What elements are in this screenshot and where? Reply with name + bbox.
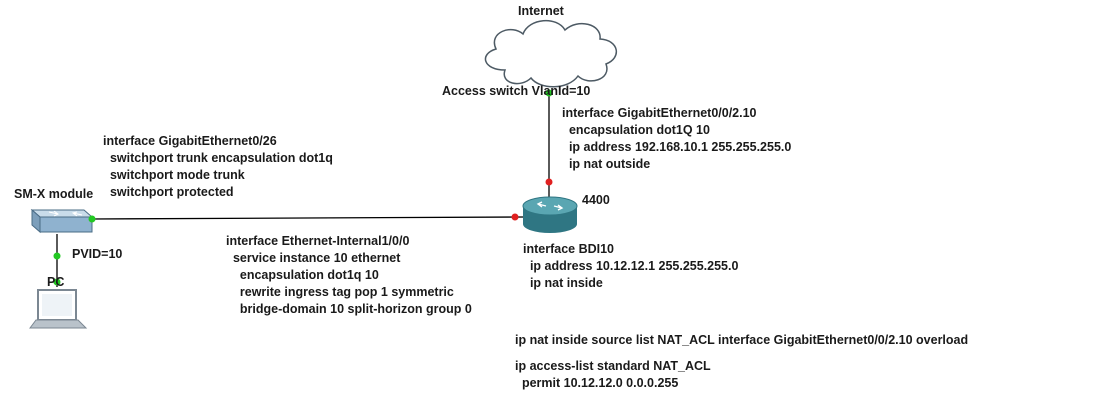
port-dot-router-left — [511, 213, 519, 221]
port-dot-router-top — [545, 178, 553, 186]
laptop-icon — [29, 289, 88, 329]
config-ethernet-internal: interface Ethernet-Internal1/0/0 service… — [226, 233, 472, 318]
pc-label: PC — [47, 275, 65, 289]
config-line: permit 10.12.12.0 0.0.0.255 — [515, 376, 679, 390]
config-line: ip address 192.168.10.1 255.255.255.0 — [562, 140, 792, 154]
config-line: switchport trunk encapsulation dot1q — [103, 151, 333, 165]
internet-label: Internet — [518, 4, 564, 18]
config-line: switchport protected — [103, 185, 234, 199]
config-gi0-0-2-10: interface GigabitEthernet0/0/2.10 encaps… — [562, 105, 791, 173]
config-line: rewrite ingress tag pop 1 symmetric — [226, 285, 454, 299]
router-label: 4400 — [582, 193, 610, 207]
cloud-icon — [484, 20, 617, 88]
config-line: ip nat inside — [523, 276, 603, 290]
port-dot-pc — [53, 278, 61, 286]
config-line: interface BDI10 — [523, 242, 615, 256]
config-line: switchport mode trunk — [103, 168, 245, 182]
config-line: encapsulation dot1Q 10 — [562, 123, 710, 137]
config-line: ip access-list standard NAT_ACL — [515, 359, 711, 373]
config-line: ip address 10.12.12.1 255.255.255.0 — [523, 259, 739, 273]
config-line: interface GigabitEthernet0/26 — [103, 134, 277, 148]
config-line: encapsulation dot1q 10 — [226, 268, 379, 282]
config-line: bridge-domain 10 split-horizon group 0 — [226, 302, 472, 316]
port-dot-smx-bottom — [53, 252, 61, 260]
config-acl: ip access-list standard NAT_ACL permit 1… — [515, 358, 711, 392]
config-line: service instance 10 ethernet — [226, 251, 401, 265]
config-line: ip nat outside — [562, 157, 651, 171]
config-gi0-26: interface GigabitEthernet0/26 switchport… — [103, 133, 333, 201]
config-line: interface Ethernet-Internal1/0/0 — [226, 234, 410, 248]
link-smx-router — [90, 216, 525, 220]
switch-icon — [30, 208, 94, 234]
access-switch-label: Access switch VlanId=10 — [442, 84, 591, 98]
config-line: interface GigabitEthernet0/0/2.10 — [562, 106, 757, 120]
port-dot-smx-right — [88, 215, 96, 223]
router-icon — [522, 196, 578, 233]
port-dot-internet — [545, 89, 553, 97]
config-bdi10: interface BDI10 ip address 10.12.12.1 25… — [523, 241, 738, 292]
config-nat: ip nat inside source list NAT_ACL interf… — [515, 332, 968, 349]
pvid-label: PVID=10 — [72, 247, 123, 261]
smx-module-label: SM-X module — [14, 187, 94, 201]
config-line: ip nat inside source list NAT_ACL interf… — [515, 333, 969, 347]
